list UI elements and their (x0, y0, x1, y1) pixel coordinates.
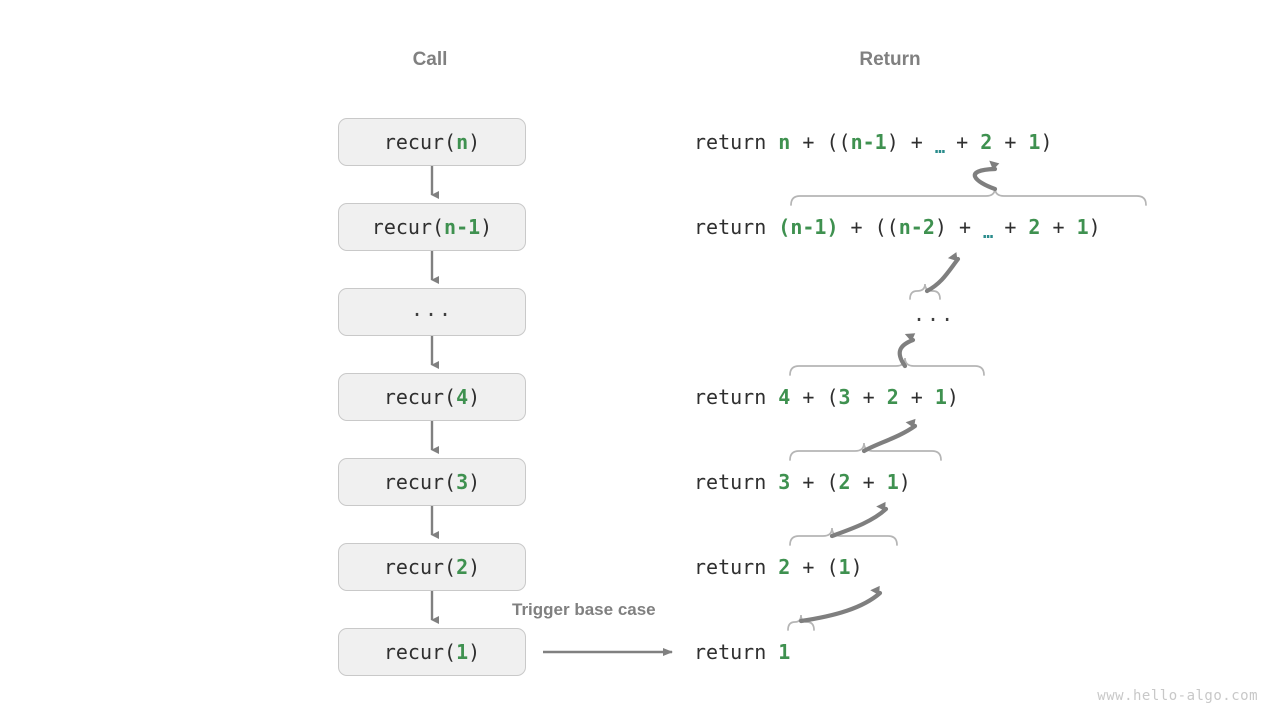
return-curve-1 (972, 160, 1000, 192)
return-token: + (( (790, 130, 851, 154)
return-keyword: return (694, 640, 779, 664)
call-box-suffix: ) (468, 470, 481, 494)
return-token: ) + (934, 215, 984, 239)
return-line-n: return n + ((n-1) + … + 2 + 1) (694, 130, 1053, 157)
return-token: 1 (1076, 215, 1089, 239)
return-token: 2 (980, 130, 993, 154)
brace-4 (789, 357, 985, 376)
return-line-4: return 4 + (3 + 2 + 1) (694, 387, 959, 407)
brace-n-1 (790, 187, 1147, 206)
brace-1 (787, 614, 815, 631)
return-token: 1 (1028, 130, 1041, 154)
return-token: … (983, 223, 993, 243)
call-box-dots[interactable]: ... (338, 288, 526, 336)
brace-dots (909, 283, 941, 300)
return-curve-3 (897, 333, 916, 369)
column-header-call: Call (412, 49, 448, 70)
call-box-argument: 4 (456, 385, 469, 409)
return-token: + (( (838, 215, 899, 239)
return-curve-5 (829, 501, 889, 539)
call-box-argument: n (456, 130, 469, 154)
return-token: ) (898, 470, 911, 494)
return-token: 1 (838, 555, 851, 579)
return-token: n-1 (850, 130, 887, 154)
return-token: 1 (886, 470, 899, 494)
return-keyword: return (694, 215, 779, 239)
return-token: 2 (886, 385, 899, 409)
return-token: ) + (886, 130, 935, 154)
call-box-ellipsis-text: ... (410, 297, 454, 321)
return-token: ) (1040, 130, 1053, 154)
call-box-prefix: recur( (371, 215, 445, 239)
brace-2 (789, 527, 898, 546)
call-box-suffix: ) (468, 640, 481, 664)
return-token: + (850, 385, 887, 409)
call-box-argument: 3 (456, 470, 469, 494)
call-box-1[interactable]: recur(1) (338, 628, 526, 676)
call-box-suffix: ) (480, 215, 493, 239)
call-box-3[interactable]: recur(3) (338, 458, 526, 506)
return-token: n (778, 130, 791, 154)
return-token: ) (850, 555, 863, 579)
return-token: 3 (778, 470, 791, 494)
return-line-1: return 1 (694, 642, 790, 662)
call-box-prefix: recur( (383, 555, 457, 579)
return-keyword: return (694, 130, 779, 154)
return-line-3: return 3 + (2 + 1) (694, 472, 911, 492)
call-box-2[interactable]: recur(2) (338, 543, 526, 591)
brace-3 (789, 442, 942, 461)
return-token: + ( (790, 555, 839, 579)
return-token: 1 (778, 640, 791, 664)
call-box-n[interactable]: recur(n) (338, 118, 526, 166)
return-token: 2 (1028, 215, 1041, 239)
return-token: n-2 (898, 215, 935, 239)
return-line-2: return 2 + (1) (694, 557, 863, 577)
return-token: + ( (790, 470, 839, 494)
column-header-return: Return (859, 49, 921, 70)
watermark: www.hello-algo.com (1097, 688, 1258, 704)
return-token: 4 (778, 385, 791, 409)
call-box-suffix: ) (468, 385, 481, 409)
return-token: + (992, 130, 1029, 154)
call-box-argument: n-1 (444, 215, 481, 239)
return-token: … (934, 138, 945, 158)
return-middle-ellipsis: ... (913, 302, 956, 326)
return-token: + ( (790, 385, 839, 409)
call-box-suffix: ) (468, 130, 481, 154)
return-token: 1 (934, 385, 947, 409)
return-curve-6 (798, 585, 883, 624)
return-curve-4 (861, 418, 918, 454)
return-token: 3 (838, 385, 851, 409)
return-arrows (798, 160, 1000, 624)
call-box-prefix: recur( (383, 130, 457, 154)
trigger-base-case-label: Trigger base case (512, 600, 656, 619)
call-box-argument: 2 (456, 555, 469, 579)
return-token: (n-1) (778, 215, 839, 239)
return-token: ) (946, 385, 959, 409)
return-keyword: return (694, 470, 779, 494)
return-token: + (992, 215, 1029, 239)
call-box-n-1[interactable]: recur(n-1) (338, 203, 526, 251)
return-keyword: return (694, 385, 779, 409)
return-token: + (898, 385, 935, 409)
call-box-suffix: ) (468, 555, 481, 579)
return-braces (787, 187, 1147, 631)
return-keyword: return (694, 555, 779, 579)
call-box-prefix: recur( (383, 385, 457, 409)
return-curve-2 (924, 252, 961, 294)
return-token: + (944, 130, 981, 154)
call-box-argument: 1 (456, 640, 469, 664)
return-token: + (850, 470, 887, 494)
return-line-n-1: return (n-1) + ((n-2) + … + 2 + 1) (694, 215, 1101, 242)
call-box-4[interactable]: recur(4) (338, 373, 526, 421)
return-token: 2 (838, 470, 851, 494)
call-box-prefix: recur( (383, 640, 457, 664)
return-token: 2 (778, 555, 791, 579)
return-token: ) (1088, 215, 1101, 239)
call-box-prefix: recur( (383, 470, 457, 494)
return-token: + (1040, 215, 1077, 239)
